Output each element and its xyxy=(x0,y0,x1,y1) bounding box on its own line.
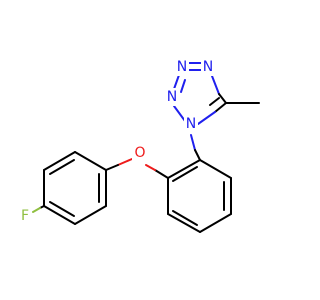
atom-n-top-left: N xyxy=(177,59,187,75)
ring1-bond-1 xyxy=(74,151,107,171)
fluorophenyl-ring xyxy=(43,151,107,225)
ring1-double-1 xyxy=(49,159,75,175)
ring1-bond-2 xyxy=(43,151,76,171)
ring1-bond-4 xyxy=(43,205,76,225)
ring2-bond-4 xyxy=(167,213,201,233)
bond-o-ring1-red xyxy=(117,158,133,166)
bond-ring2-o-red xyxy=(145,164,156,171)
ring2-double-3 xyxy=(172,166,198,182)
structure-diagram: N N N N O xyxy=(20,58,260,233)
bond-n-left-n-top xyxy=(173,74,180,90)
bond-n1-phenyl xyxy=(190,134,196,151)
ring2-bond-6 xyxy=(167,159,201,179)
ring1-bond-5 xyxy=(74,205,107,225)
bond-o-ring1 xyxy=(105,164,119,171)
ring2-bond-3 xyxy=(199,213,232,233)
ring2-bond-1 xyxy=(199,159,232,179)
bond-c5-n1-n xyxy=(197,111,216,125)
atom-n-left: N xyxy=(167,89,177,105)
central-benzene-ring xyxy=(167,159,232,233)
bond-ring2-o xyxy=(154,169,169,179)
bond-c5-n1-inner xyxy=(209,97,220,106)
bond-n1-n-left xyxy=(173,105,186,122)
ring2-double-2 xyxy=(172,210,198,226)
tetrazole-ring: N N N N xyxy=(165,58,260,133)
bond-n1-phenyl-carbon xyxy=(194,149,201,161)
atom-n-top-right: N xyxy=(203,59,213,75)
bond-ring1-f-green xyxy=(32,207,41,213)
atom-oxygen: O xyxy=(134,145,145,161)
atom-fluorine: F xyxy=(21,208,29,224)
bond-n-c5 xyxy=(211,75,220,95)
atom-n-bottom: N xyxy=(186,116,196,132)
ring1-double-2 xyxy=(49,201,75,217)
bond-n-left-n-top-inner xyxy=(180,79,186,93)
bond-c5-n1 xyxy=(214,102,227,113)
bond-n-c5-carbon xyxy=(218,93,227,104)
